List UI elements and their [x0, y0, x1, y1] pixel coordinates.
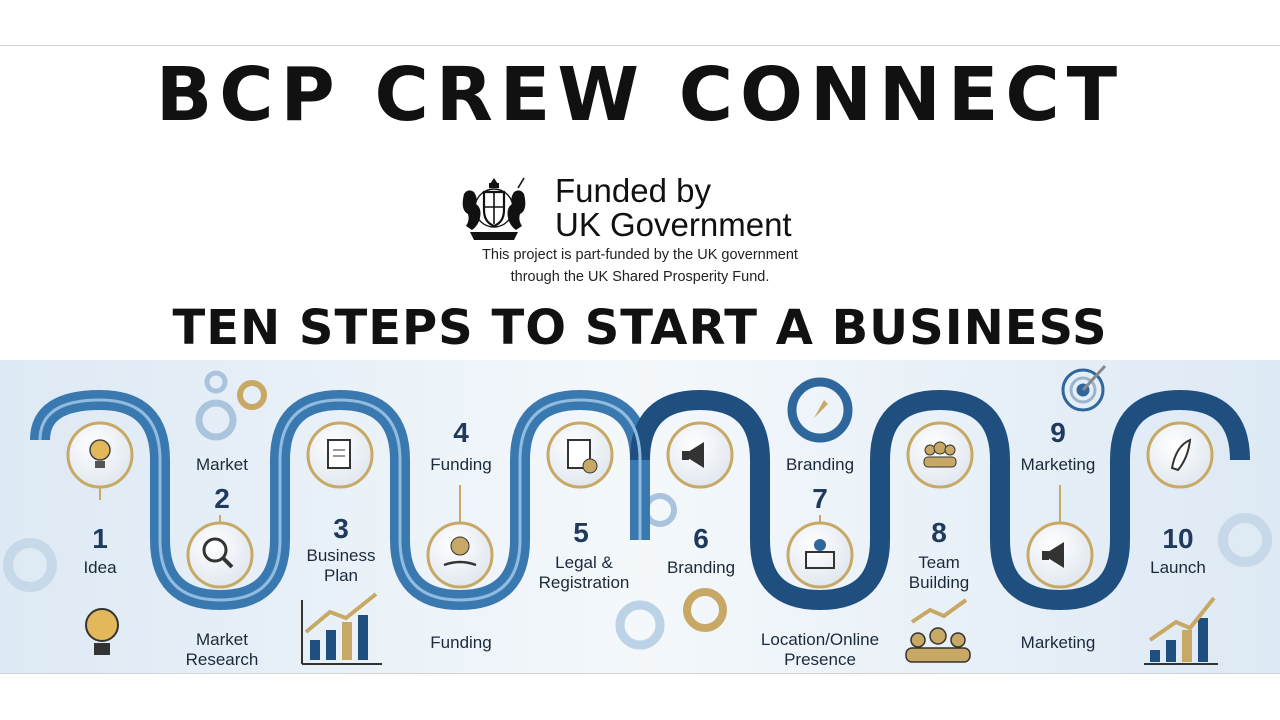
- location-laptop-icon: [805, 539, 835, 569]
- funding-block: Funded by UK Government This project is …: [440, 172, 840, 292]
- target-icon: [1061, 364, 1107, 412]
- step-6-number: 6: [693, 523, 709, 554]
- step-8-number: 8: [931, 517, 947, 548]
- lightbulb-icon: [85, 608, 119, 655]
- uk-government-text: UK Government: [555, 206, 792, 243]
- step-7-number: 7: [812, 483, 828, 514]
- growth-chart-icon: [301, 592, 382, 665]
- step-5-label: Legal &: [555, 553, 613, 572]
- step-9-top-label: Marketing: [1021, 455, 1096, 474]
- top-divider: [0, 45, 1280, 46]
- funding-note-line1: This project is part-funded by the UK go…: [482, 247, 798, 263]
- hand-coin-icon: [443, 536, 477, 567]
- step-1-label: Idea: [83, 558, 117, 577]
- funded-by-text: Funded by: [555, 172, 711, 209]
- rocket-gear-icon: [787, 377, 853, 443]
- step-3-number: 3: [333, 513, 349, 544]
- step-2-top-label: Market: [196, 455, 248, 474]
- team-icon: [905, 598, 971, 663]
- connector-lines: [99, 485, 1061, 523]
- step-10-number: 10: [1162, 523, 1193, 554]
- clipboard-pen-icon: [327, 439, 351, 469]
- path-highlight: [38, 398, 642, 602]
- step-10-label: Launch: [1150, 558, 1206, 577]
- gear-icon: [3, 370, 1272, 650]
- royal-crest-icon: [462, 177, 526, 240]
- step-5-label-line2: Registration: [539, 573, 630, 592]
- step-7-caption-line2: Presence: [784, 650, 856, 669]
- step-4-top-label: Funding: [430, 455, 491, 474]
- page-title: BCP CREW CONNECT: [155, 52, 1125, 138]
- document-check-icon: [567, 439, 598, 474]
- step-1-number: 1: [92, 523, 108, 554]
- step-2-caption: Market: [196, 630, 248, 649]
- step-2-caption-line2: Research: [186, 650, 259, 669]
- megaphone-icon: [682, 442, 704, 468]
- winding-path: [630, 389, 1250, 611]
- step-4-number: 4: [453, 417, 469, 448]
- bottom-divider: [0, 673, 1280, 674]
- magnifier-chart-icon: [202, 537, 234, 569]
- step-5-number: 5: [573, 517, 589, 548]
- steps-infographic: Market Funding Branding Marketing 1 Idea…: [0, 360, 1280, 673]
- lightbulb-icon: [89, 439, 111, 468]
- step-9-number: 9: [1050, 417, 1066, 448]
- growth-chart-icon: [1144, 596, 1218, 665]
- team-icon: [923, 441, 957, 468]
- step-9-caption: Marketing: [1021, 633, 1096, 652]
- rocket-icon: [1170, 438, 1192, 472]
- step-7-top-label: Branding: [786, 455, 854, 474]
- step-6-label: Branding: [667, 558, 735, 577]
- step-8-label: Team: [918, 553, 960, 572]
- step-4-caption: Funding: [430, 633, 491, 652]
- step-3-label-line2: Plan: [324, 566, 358, 585]
- funding-note-line2: through the UK Shared Prosperity Fund.: [510, 269, 770, 285]
- step-7-caption: Location/Online: [761, 630, 879, 649]
- gear-icon: [237, 380, 727, 632]
- step-2-number: 2: [214, 483, 230, 514]
- megaphone-icon: [1042, 542, 1064, 568]
- step-3-label: Business: [307, 546, 376, 565]
- step-8-label-line2: Building: [909, 573, 970, 592]
- infographic-title: TEN STEPS TO START A BUSINESS: [172, 300, 1108, 356]
- steps-diagram: Market Funding Branding Marketing 1 Idea…: [0, 360, 1280, 673]
